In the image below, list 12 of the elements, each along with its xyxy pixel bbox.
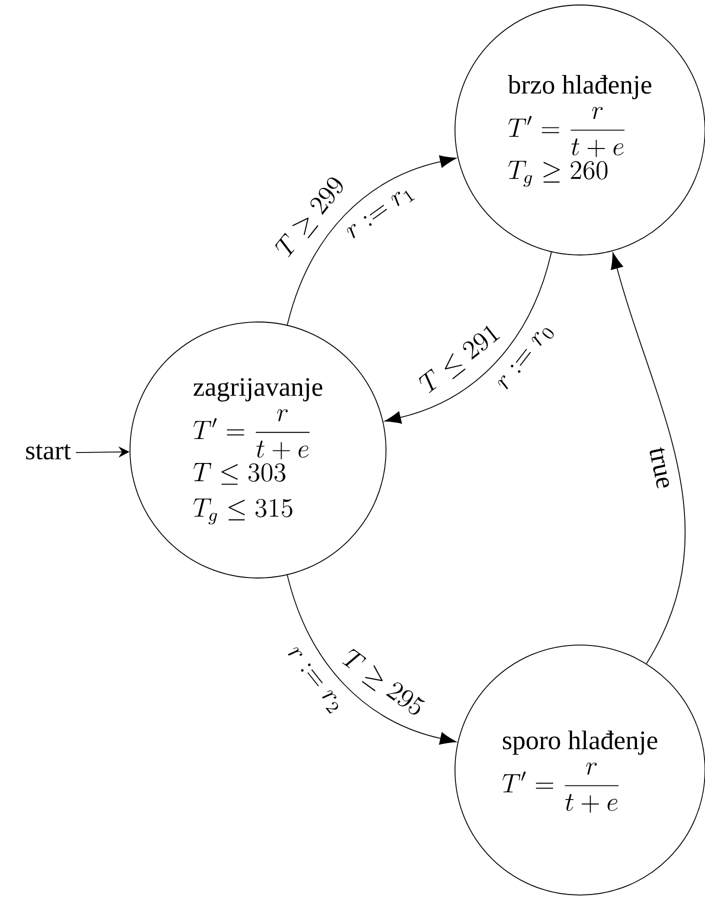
arrow bbox=[286, 574, 456, 745]
arrow bbox=[286, 155, 456, 326]
edge-label: true bbox=[650, 447, 669, 488]
arrow bbox=[610, 252, 686, 664]
edge-label: $T \geq 299$ bbox=[275, 178, 343, 258]
start-label: start bbox=[26, 444, 71, 460]
arrow bbox=[384, 252, 552, 424]
edge-label: $r := r_0$ bbox=[498, 328, 554, 390]
edge-label: $T \leq 291$ bbox=[419, 326, 500, 394]
edge-label: $r := r_2$ bbox=[288, 648, 338, 714]
edge-label: $T \geq 295$ bbox=[342, 649, 426, 714]
edge-label: $r := r_1$ bbox=[347, 190, 415, 238]
